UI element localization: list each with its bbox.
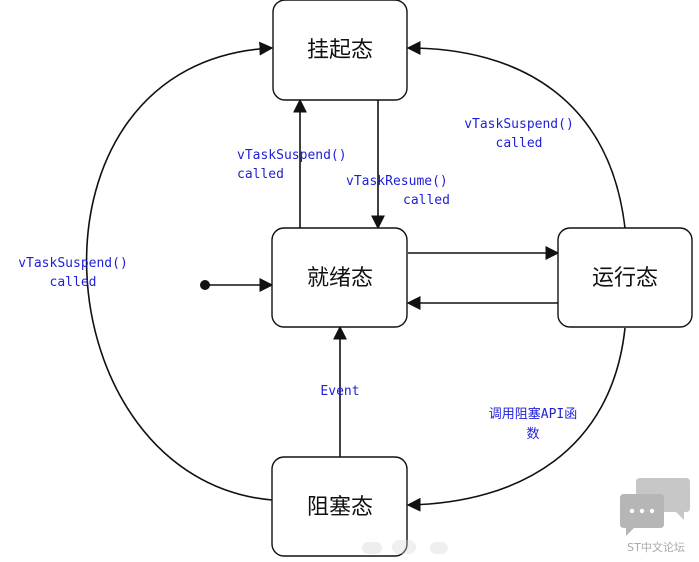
state-suspended: 挂起态 [272,0,408,101]
watermark-text: ST中文论坛 [627,540,685,554]
edge-label-line: vTaskResume() [346,174,448,189]
edge-label-ready-to-suspend: vTaskSuspend() called [237,148,347,182]
edge-label-line: vTaskSuspend() [237,148,347,163]
state-running: 运行态 [557,227,693,328]
blur-artifacts [362,540,448,554]
edge-label-line: called [403,193,450,208]
edge-label-left-suspend: vTaskSuspend() called [18,256,128,290]
watermark: ST中文论坛 [620,478,690,554]
initial-state-dot [200,280,210,290]
state-suspended-label: 挂起态 [307,38,373,63]
edge-label-line: called [237,167,284,182]
edge-label-line: called [496,136,543,151]
state-ready-label: 就绪态 [307,266,373,291]
edge-label-line: 调用阻塞API函 [489,406,577,422]
state-blocked-label: 阻塞态 [307,495,373,520]
edge-label-running-to-blocked: 调用阻塞API函 数 [489,406,577,442]
edge-label-suspend-to-ready: vTaskResume() called [346,174,450,208]
state-blocked: 阻塞态 [271,456,408,557]
edge-label-running-to-suspend: vTaskSuspend() called [464,117,574,151]
edge-label-line: Event [320,384,359,399]
edge-label-line: called [50,275,97,290]
edge-label-line: 数 [526,427,539,442]
edge-label-line: vTaskSuspend() [464,117,574,132]
edge-running-to-suspended-left-loop [85,41,274,501]
state-running-label: 运行态 [592,266,658,291]
edges [85,41,626,512]
edge-running-to-blocked [406,327,626,512]
edge-label-line: vTaskSuspend() [18,256,128,271]
chat-bubbles-icon [620,478,690,536]
state-ready: 就绪态 [271,227,408,328]
edge-running-to-suspended [406,41,626,229]
edge-label-blocked-to-ready: Event [320,384,359,399]
